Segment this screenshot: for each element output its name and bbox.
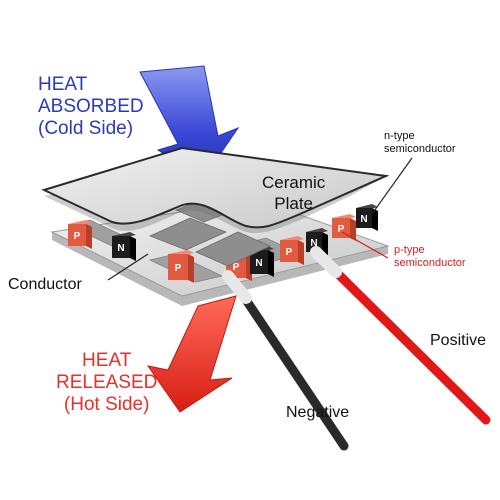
p-letter: P bbox=[233, 262, 240, 273]
ceramic-plate-label: Ceramic Plate bbox=[262, 172, 325, 214]
negative-label: Negative bbox=[286, 404, 350, 421]
p-type-line-2: semiconductor bbox=[394, 257, 466, 269]
positive-label: Positive bbox=[430, 332, 487, 349]
conductor-leader bbox=[107, 253, 149, 281]
heat-released-arrow bbox=[146, 295, 237, 413]
heat-absorbed-line-2: ABSORBED bbox=[38, 96, 144, 117]
p-type-leg-0: P bbox=[68, 220, 92, 249]
negative-wire bbox=[222, 270, 349, 451]
n-type-label: n-type semiconductor bbox=[384, 130, 456, 156]
p-letter: P bbox=[338, 224, 345, 235]
heat-absorbed-line-1: HEAT bbox=[38, 74, 88, 95]
n-letter: N bbox=[360, 214, 367, 225]
heat-released-line-2: RELEASED bbox=[56, 372, 158, 393]
p-type-leg-5: P bbox=[280, 236, 304, 265]
top-ceramic-plate bbox=[41, 146, 390, 234]
n-type-leg-8: N bbox=[356, 204, 378, 231]
heat-released-line-1: HEAT bbox=[82, 350, 132, 371]
p-type-line-1: p-type bbox=[394, 244, 425, 256]
p-type-leader bbox=[341, 231, 389, 259]
p-letter: P bbox=[74, 231, 81, 242]
n-type-line-1: n-type bbox=[384, 130, 415, 142]
n-letter: N bbox=[310, 238, 317, 249]
heat-released-line-3: (Hot Side) bbox=[63, 394, 150, 415]
n-type-leader bbox=[371, 157, 413, 215]
p-type-leg-2: P bbox=[168, 250, 194, 283]
ceramic-plate-line-1: Ceramic bbox=[262, 173, 326, 192]
conductor-label: Conductor bbox=[8, 276, 82, 293]
p-type-leg-7: P bbox=[332, 214, 356, 241]
semiconductor-legs: P N P P N P N P N bbox=[68, 204, 378, 283]
n-type-line-2: semiconductor bbox=[384, 143, 456, 155]
p-type-label: p-type semiconductor bbox=[394, 244, 466, 270]
heat-released-label: HEAT RELEASED (Hot Side) bbox=[56, 350, 157, 416]
n-type-leg-1: N bbox=[112, 232, 136, 261]
n-letter: N bbox=[117, 243, 124, 254]
ceramic-plate-line-2: Plate bbox=[274, 194, 314, 213]
n-letter: N bbox=[255, 258, 262, 269]
p-letter: P bbox=[286, 247, 293, 258]
heat-absorbed-line-3: (Cold Side) bbox=[38, 118, 134, 139]
heat-absorbed-label: HEAT ABSORBED (Cold Side) bbox=[38, 74, 144, 140]
p-letter: P bbox=[175, 263, 182, 274]
positive-wire bbox=[310, 246, 491, 425]
